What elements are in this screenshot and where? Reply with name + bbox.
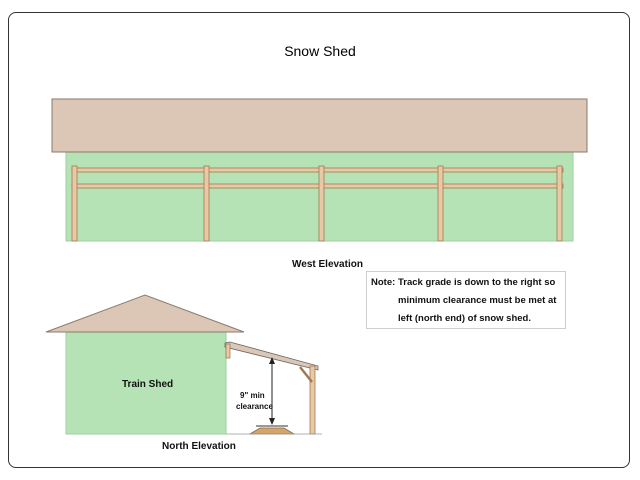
drawing-title: Snow Shed <box>284 43 356 59</box>
arrow-head-top <box>269 357 275 364</box>
drawing-border <box>8 12 630 468</box>
ledger-post <box>225 343 231 359</box>
snow-shed-roof <box>224 341 319 371</box>
post-4 <box>437 165 444 242</box>
clearance-label-line-1: 9" min <box>240 391 265 400</box>
north-elevation-drawing <box>45 294 322 435</box>
upper-beam <box>71 167 564 173</box>
post-5 <box>556 165 563 242</box>
clearance-label-line-2: clearance <box>236 402 273 411</box>
train-shed-roof <box>45 294 245 333</box>
note-line-1: Track grade is down to the right so <box>398 277 556 288</box>
north-elevation-caption: North Elevation <box>162 441 236 452</box>
post-2 <box>203 165 210 242</box>
west-elevation-caption: West Elevation <box>292 259 363 270</box>
note-line-2: minimum clearance must be met at <box>398 295 557 306</box>
post-3 <box>318 165 325 242</box>
roof-brace <box>299 366 313 383</box>
post-1 <box>71 165 78 242</box>
ballast <box>248 427 296 435</box>
arrow-head-bottom <box>269 418 275 425</box>
note-label: Note: <box>371 277 396 288</box>
note-line-3: left (north end) of snow shed. <box>398 313 531 324</box>
note-box: Note: Track grade is down to the right s… <box>366 271 566 329</box>
outer-post <box>309 365 316 435</box>
train-shed-label: Train Shed <box>122 379 174 390</box>
lower-beam <box>71 183 564 189</box>
west-roof <box>51 98 588 153</box>
west-elevation-drawing <box>51 98 588 242</box>
